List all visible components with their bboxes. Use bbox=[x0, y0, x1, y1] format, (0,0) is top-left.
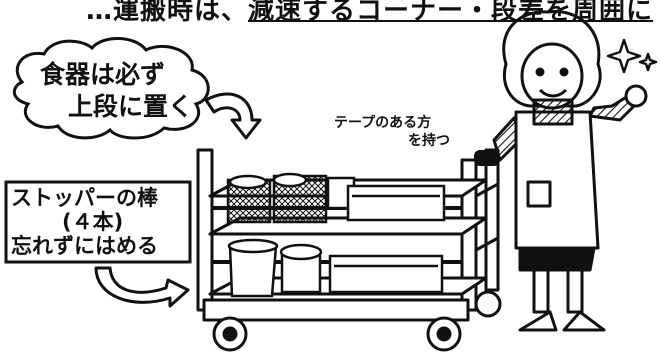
sparkle-icon bbox=[606, 38, 658, 74]
cloud-bubble bbox=[12, 36, 210, 140]
stopper-line-2: (４本) bbox=[62, 210, 124, 234]
top-shelf-items bbox=[226, 172, 446, 224]
cloud-line-2: 上段に置く bbox=[68, 92, 194, 121]
worker-person bbox=[492, 10, 648, 332]
top-instruction-part2: 減速するコーナー・段差を周囲に bbox=[248, 0, 654, 26]
tape-note-line-1: テープのある方 bbox=[334, 115, 432, 131]
cart-handle-grip bbox=[474, 150, 500, 166]
cloud-arrow bbox=[204, 92, 262, 140]
stopper-line-1: ストッパーの棒 bbox=[11, 186, 158, 210]
tape-note-line-2: を持つ bbox=[408, 133, 450, 149]
cart-wheels bbox=[212, 290, 502, 352]
stopper-line-3: 忘れずにはめる bbox=[11, 234, 158, 258]
stopper-box bbox=[4, 180, 192, 264]
top-instruction-text: …運搬時は、減速するコーナー・段差を周囲に bbox=[86, 0, 653, 27]
cloud-line-1: 食器は必ず bbox=[40, 60, 166, 89]
middle-shelf-items bbox=[227, 238, 444, 298]
stopper-arrow bbox=[94, 266, 190, 308]
top-instruction-part1: …運搬時は、 bbox=[86, 0, 249, 26]
